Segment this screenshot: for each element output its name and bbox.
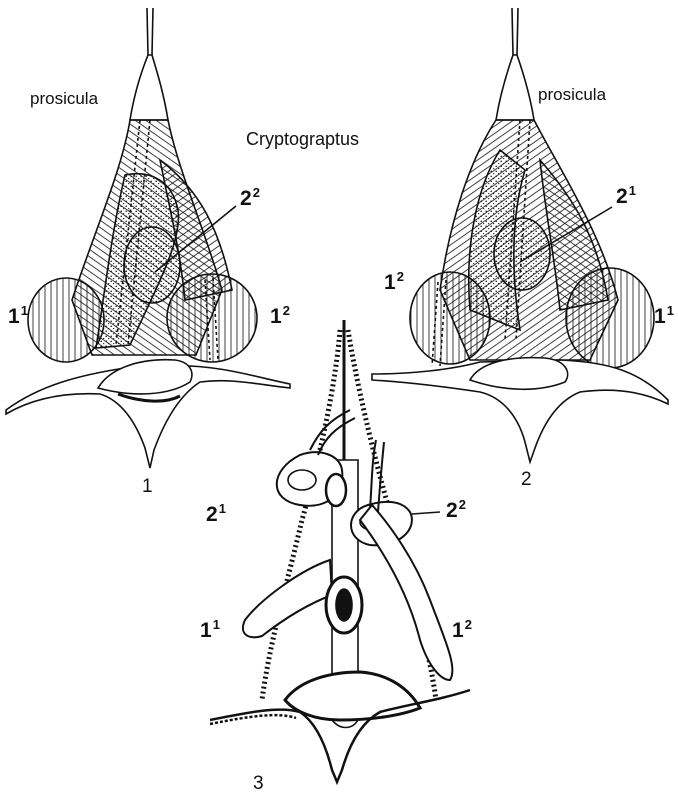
theca-1-2 [410, 272, 490, 364]
panel-1-drawing [6, 8, 290, 468]
panel-2-label-a: 21 [616, 186, 636, 207]
panel-3-label-a: 21 [206, 504, 226, 525]
panel-1-prosicula-label: prosicula [30, 90, 98, 107]
theca-1-1 [566, 268, 654, 368]
panel-2-drawing [372, 8, 668, 462]
panel-3-label-d: 12 [452, 620, 472, 641]
panel-2-label-b: 12 [384, 272, 404, 293]
panel-1-label-c: 12 [270, 306, 290, 327]
panel-3-label-c: 11 [200, 620, 220, 641]
panel-3-drawing [210, 320, 470, 782]
theca-2-1-aperture [494, 218, 550, 290]
panel-3-label-b: 22 [446, 500, 466, 521]
panel-1-number: 1 [142, 477, 153, 496]
theca-1-1 [28, 278, 104, 362]
panel-2-prosicula-label: prosicula [538, 86, 606, 103]
theca-1-2 [167, 274, 257, 362]
leader-2-2-panel3 [412, 512, 440, 514]
panel-2-label-c: 11 [654, 306, 674, 327]
theca-2-2-aperture [124, 227, 180, 303]
panel-3-number: 3 [253, 774, 264, 793]
panel-2-number: 2 [521, 470, 532, 489]
panel-1-label-a: 22 [240, 188, 260, 209]
panel-1-label-b: 11 [8, 306, 28, 327]
theca-1-1-arm [243, 560, 332, 637]
figure-title: Cryptograptus [246, 130, 359, 148]
